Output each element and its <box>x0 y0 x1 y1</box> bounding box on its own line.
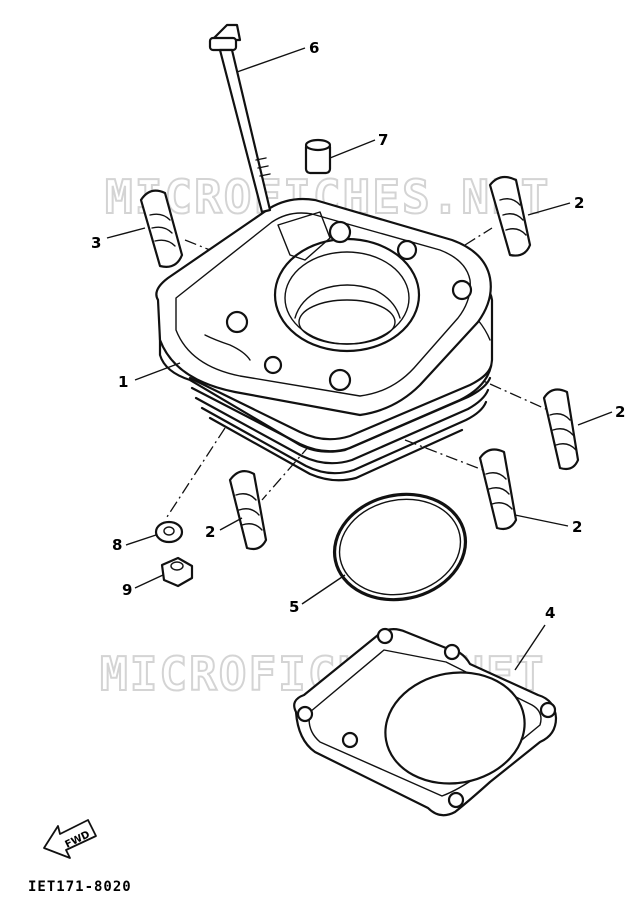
callout-8: 8 <box>112 536 122 554</box>
callout-1: 1 <box>118 373 128 391</box>
callout-3: 3 <box>91 234 101 252</box>
callout-4: 4 <box>545 604 555 622</box>
callout-2-low-right: 2 <box>572 518 582 536</box>
diagram-code: IET171-8020 <box>28 879 132 895</box>
callout-6: 6 <box>309 39 319 57</box>
callout-9: 9 <box>122 581 132 599</box>
alignment-lines <box>164 227 549 521</box>
spacer-part-3 <box>139 189 184 268</box>
fwd-arrow-icon: FWD <box>43 819 97 859</box>
leader-lines <box>106 47 613 671</box>
stud-bolt-part-6 <box>208 23 272 214</box>
spacer-part-2-mid-right <box>542 388 580 471</box>
spacer-part-2-top-right <box>488 175 532 257</box>
cylinder-part-1 <box>155 197 494 482</box>
spacer-part-2-low-left <box>228 469 268 551</box>
o-ring-part-5 <box>332 492 468 602</box>
callout-numbers: 6 7 3 2 1 2 2 2 8 9 5 4 <box>91 39 625 622</box>
nut-part-9 <box>160 556 194 588</box>
gasket-part-4 <box>293 627 558 817</box>
spacer-part-2-low-right <box>478 448 518 531</box>
callout-2-low-left: 2 <box>205 523 215 541</box>
callout-2-top: 2 <box>574 194 584 212</box>
callout-7: 7 <box>378 131 388 149</box>
callout-5: 5 <box>289 598 299 616</box>
dowel-pin-part-7 <box>304 138 332 175</box>
washer-part-8 <box>154 520 184 544</box>
callout-2-mid: 2 <box>615 403 625 421</box>
